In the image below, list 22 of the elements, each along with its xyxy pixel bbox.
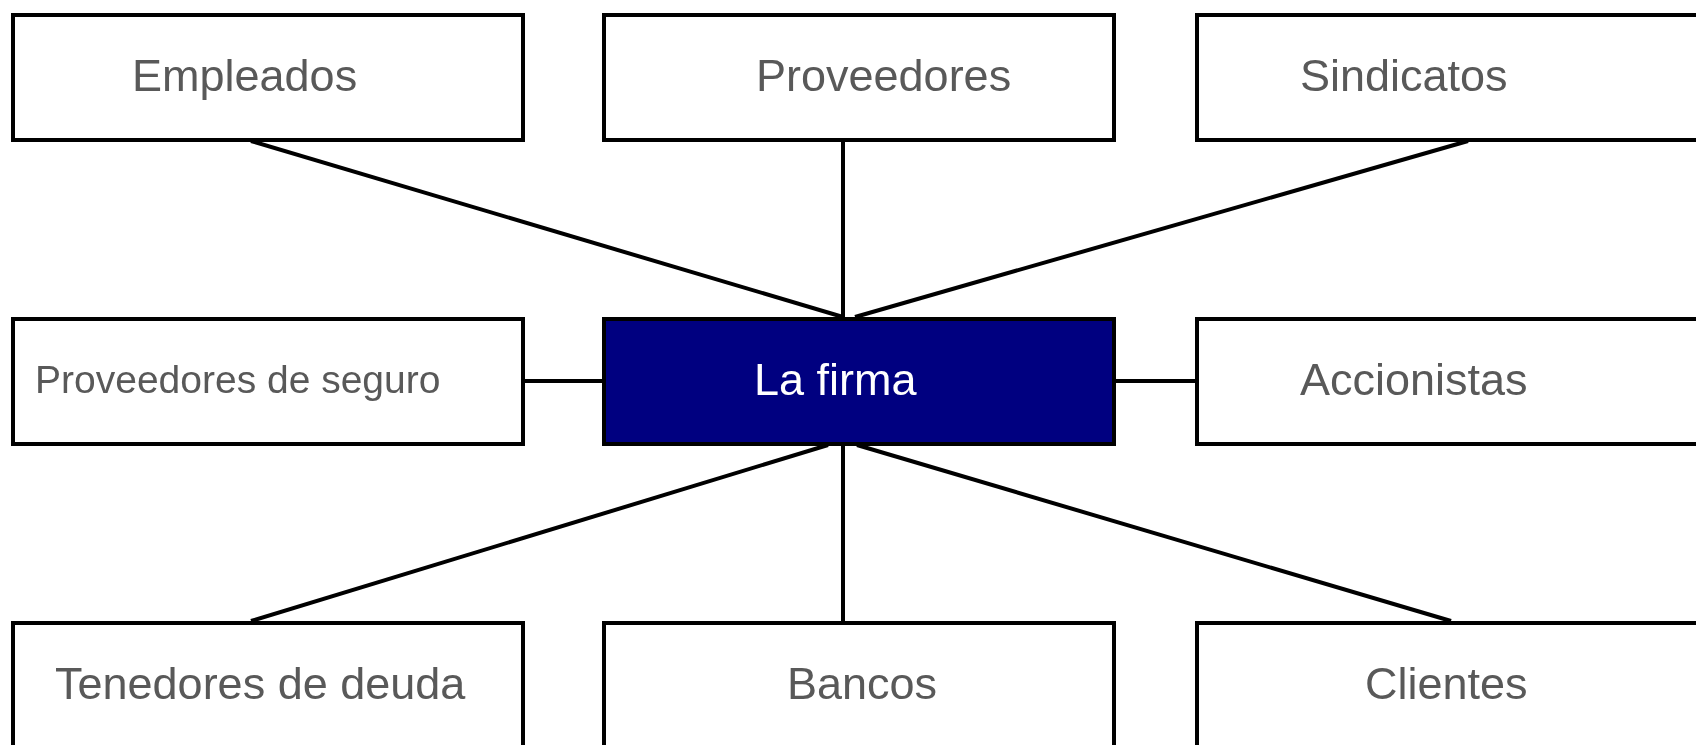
node-label: Proveedores <box>756 52 1012 98</box>
stakeholder-box <box>11 621 525 745</box>
stakeholder-box <box>1195 13 1696 142</box>
node-label: Proveedores de seguro <box>35 360 441 400</box>
node-label: Accionistas <box>1300 356 1528 402</box>
node-label: Tenedores de deuda <box>55 660 466 706</box>
connector-line <box>525 379 602 383</box>
node-label: La firma <box>754 356 917 402</box>
central-box <box>602 317 1116 446</box>
stakeholder-box <box>1195 621 1696 745</box>
node-label: Sindicatos <box>1300 52 1508 98</box>
connector-line <box>1116 379 1195 383</box>
stakeholder-box <box>1195 317 1696 446</box>
node-label: Bancos <box>787 660 938 706</box>
node-label: Clientes <box>1365 660 1528 706</box>
node-label: Empleados <box>132 52 358 98</box>
stakeholder-box <box>602 621 1116 745</box>
stakeholder-box <box>11 317 525 446</box>
stakeholder-box <box>11 13 525 142</box>
stakeholder-box <box>602 13 1116 142</box>
connector-line <box>841 141 845 317</box>
connector-line <box>841 445 845 621</box>
